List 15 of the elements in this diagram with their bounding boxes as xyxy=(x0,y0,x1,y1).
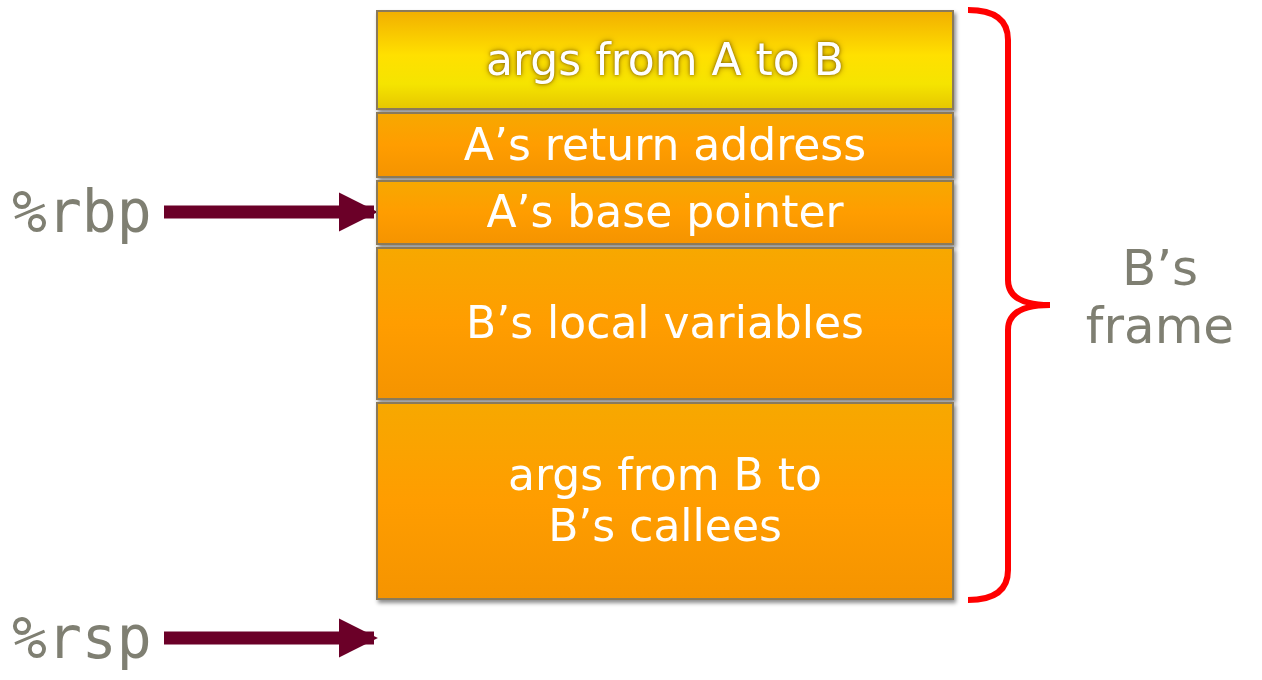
arrow xyxy=(164,192,378,232)
register-name: %rbp xyxy=(12,178,152,246)
stack-slot xyxy=(376,10,954,110)
stack-slot xyxy=(376,402,954,600)
stack-slot xyxy=(376,247,954,400)
stack-slot xyxy=(376,180,954,245)
slot-label: A’s base pointer xyxy=(486,187,844,238)
brace-label: B’s frame xyxy=(1084,240,1236,355)
slot-label: args from B to B’s callees xyxy=(507,450,823,552)
arrow xyxy=(164,618,378,658)
register-name: %rsp xyxy=(12,604,152,672)
slot-label: B’s local variables xyxy=(466,298,864,349)
slot-label: args from A to B xyxy=(486,34,844,86)
stack-slot xyxy=(376,112,954,178)
slot-label: A’s return address xyxy=(463,119,867,171)
